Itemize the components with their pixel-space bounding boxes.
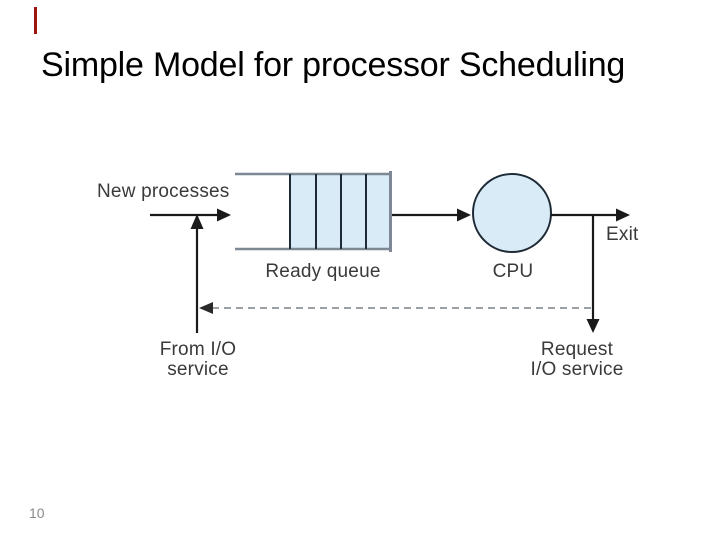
label-request-io-line1: Request [540, 339, 614, 360]
new-processes-arrow [150, 208, 231, 222]
label-from-io-service: From I/O service [160, 340, 237, 380]
label-from-io-line1: From I/O [159, 339, 237, 360]
label-from-io-line2: service [167, 359, 229, 380]
label-ready-queue: Ready queue [265, 261, 381, 282]
label-cpu: CPU [492, 261, 534, 282]
io-return-dashed-line [199, 302, 593, 314]
label-new-processes: New processes [97, 181, 230, 202]
label-request-io-line2: I/O service [530, 359, 624, 380]
ready-queue-shape [235, 171, 392, 252]
cpu-circle [472, 173, 552, 253]
slide-accent-mark [34, 7, 37, 34]
slide-page-number: 10 [29, 505, 45, 521]
slide-title: Simple Model for processor Scheduling [41, 46, 626, 84]
exit-arrow [551, 208, 630, 222]
label-request-io-service: Request I/O service [531, 340, 624, 380]
queue-to-cpu-arrow [392, 208, 471, 222]
label-exit: Exit [606, 224, 639, 245]
request-io-arrow [586, 214, 600, 333]
from-io-arrow [190, 214, 204, 333]
